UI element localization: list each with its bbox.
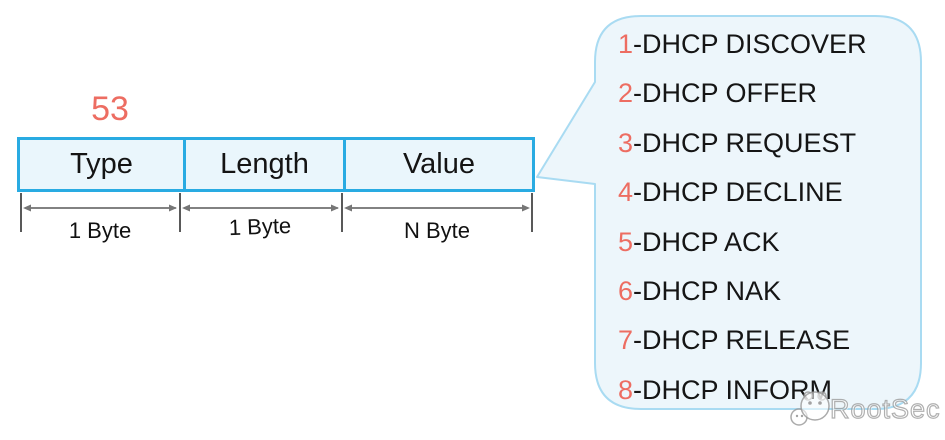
tlv-cell-length: Length xyxy=(183,140,343,189)
callout-item-label: -DHCP INFORM xyxy=(633,374,833,405)
option-code-label: 53 xyxy=(91,90,129,128)
callout-list: 1-DHCP DISCOVER 2-DHCP OFFER 3-DHCP REQU… xyxy=(618,20,918,415)
callout-item-label: -DHCP OFFER xyxy=(633,78,818,109)
callout-item-number: 4 xyxy=(618,177,634,208)
byte-size-ruler xyxy=(20,193,533,232)
size-label-value: N Byte xyxy=(403,218,471,243)
callout-item-label: -DHCP DECLINE xyxy=(633,177,843,208)
callout-item-label: -DHCP DISCOVER xyxy=(633,29,867,59)
ruler-arrowheads xyxy=(23,204,530,212)
callout-item: 4-DHCP DECLINE xyxy=(618,168,918,217)
callout-item-number: 5 xyxy=(618,226,634,257)
size-label-type: 1 Byte xyxy=(68,218,132,243)
callout-item-label: -DHCP ACK xyxy=(633,226,780,257)
callout-item-number: 7 xyxy=(618,325,634,356)
tlv-cell-type: Type xyxy=(70,148,133,180)
callout-item-label: -DHCP RELEASE xyxy=(633,325,851,356)
callout-item-number: 1 xyxy=(618,29,634,59)
callout-item: 3-DHCP REQUEST xyxy=(618,119,918,168)
callout-item: 8-DHCP INFORM xyxy=(618,366,918,415)
callout-item: 6-DHCP NAK xyxy=(618,267,918,316)
callout-item: 2-DHCP OFFER xyxy=(618,69,918,118)
callout-item: 7-DHCP RELEASE xyxy=(618,316,918,365)
tlv-cell-value: Value xyxy=(343,140,532,189)
callout-item-number: 3 xyxy=(618,127,634,158)
tlv-table: Type Length Value xyxy=(17,137,535,192)
callout-item-number: 8 xyxy=(618,374,634,405)
callout-item-label: -DHCP NAK xyxy=(633,275,782,306)
callout-item-number: 2 xyxy=(618,78,634,109)
callout-item: 1-DHCP DISCOVER xyxy=(618,20,918,69)
callout-item: 5-DHCP ACK xyxy=(618,218,918,267)
callout-item-label: -DHCP REQUEST xyxy=(633,127,857,158)
callout-item-number: 6 xyxy=(618,275,634,306)
callout-bubble-shape xyxy=(536,15,922,410)
